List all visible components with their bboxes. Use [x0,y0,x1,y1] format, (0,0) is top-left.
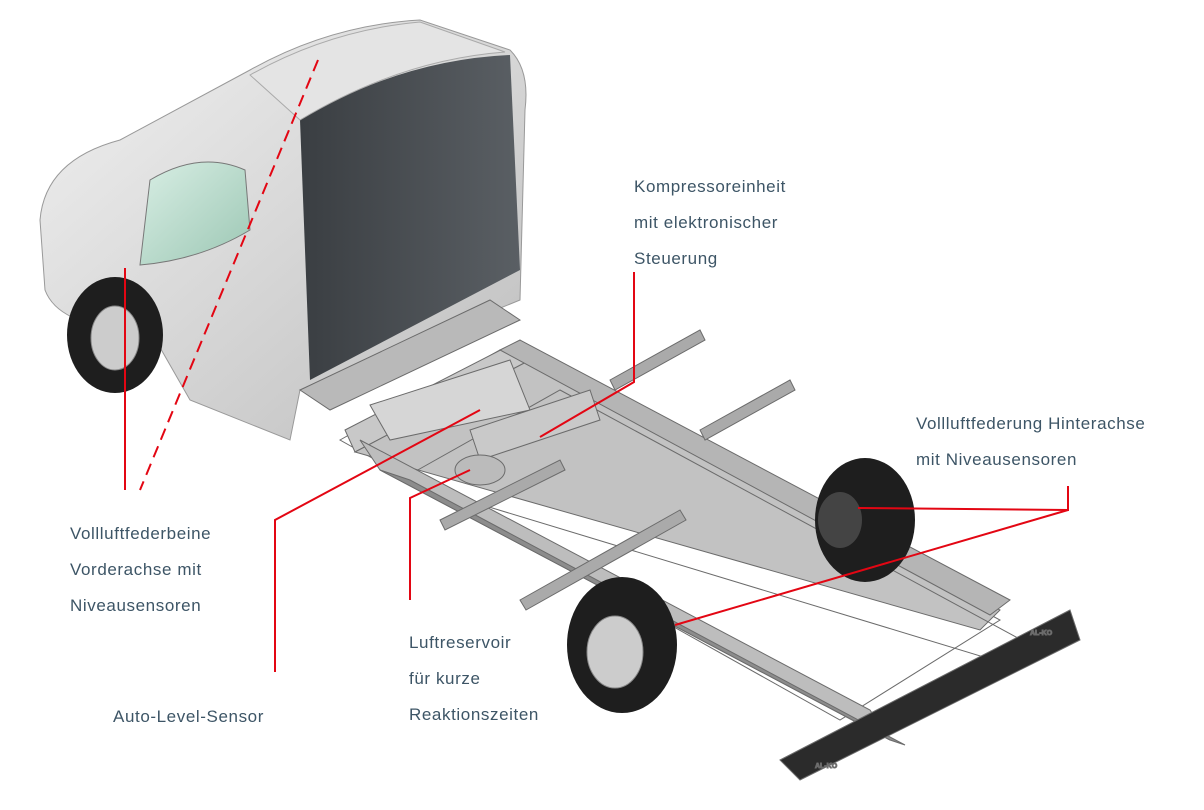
label-line: Kompressoreinheit [634,177,786,196]
alko-logo: AL-KO [815,763,838,770]
cab [39,19,527,441]
label-line: Niveausensoren [70,596,202,615]
leader-level-sensor [274,409,481,672]
leader-air-reservoir [409,469,471,600]
label-compressor: Kompressoreinheit mit elektronischer Ste… [634,169,786,277]
label-level-sensor: Auto-Level-Sensor [113,707,264,726]
leader-lines [124,59,1069,672]
alko-logo: AL-KO [1030,630,1053,637]
leader-front-dashed [139,59,319,491]
label-line: Luftreservoir [409,633,512,652]
label-line: Vollluftfederbeine [70,524,212,543]
label-line: Vorderachse mit [70,560,202,579]
leader-compressor [539,272,635,438]
label-line: Vollluftfederung Hinterachse [916,414,1146,433]
label-rear-axle: Vollluftfederung Hinterachse mit Niveaus… [916,406,1145,478]
label-line: mit Niveausensoren [916,450,1078,469]
label-line: für kurze [409,669,481,688]
label-air-reservoir: Luftreservoir für kurze Reaktionszeiten [409,625,539,733]
rear-wheels [567,458,915,713]
label-front-axle: Vollluftfederbeine Vorderachse mit Nivea… [70,516,211,624]
label-line: Steuerung [634,249,718,268]
label-line: mit elektronischer [634,213,779,232]
label-line: Reaktionszeiten [409,705,539,724]
